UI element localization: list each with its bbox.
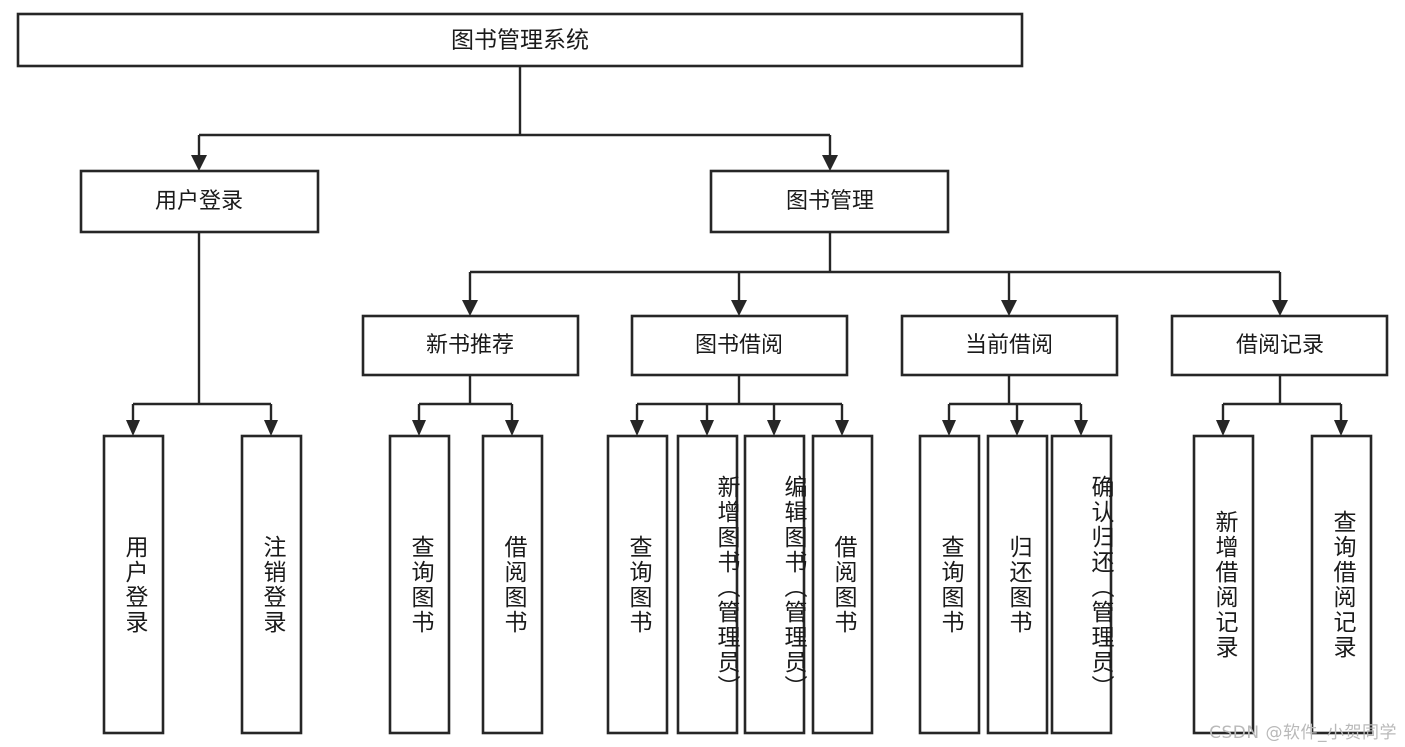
arrow-head-current-borrow bbox=[1001, 300, 1017, 316]
node-leaf-current-query-book[interactable] bbox=[918, 434, 981, 735]
arrow-head-leaf-user-login bbox=[126, 420, 140, 436]
arrow-head-user-login bbox=[191, 155, 207, 171]
arrow-head-new-book bbox=[462, 300, 478, 316]
node-new-book-recommend[interactable] bbox=[361, 314, 580, 377]
node-leaf-current-confirm-return[interactable] bbox=[1050, 434, 1113, 735]
node-leaf-borrow-query-book[interactable] bbox=[606, 434, 669, 735]
node-book-borrow[interactable] bbox=[630, 314, 849, 377]
arrow-head-record-query bbox=[1334, 420, 1348, 436]
arrow-head-current-return bbox=[1010, 420, 1024, 436]
node-leaf-borrow-lend-book[interactable] bbox=[811, 434, 874, 735]
node-leaf-record-add[interactable] bbox=[1192, 434, 1255, 735]
node-root-system-label: 图书管理系统 bbox=[451, 28, 589, 54]
node-leaf-user-logout[interactable] bbox=[240, 434, 303, 735]
node-leaf-borrow-edit-book[interactable] bbox=[743, 434, 806, 735]
node-borrow-record[interactable] bbox=[1170, 314, 1389, 377]
node-leaf-user-login[interactable] bbox=[102, 434, 165, 735]
arrow-head-book-manage bbox=[822, 155, 838, 171]
connector-group bbox=[126, 66, 1348, 436]
node-current-borrow[interactable] bbox=[900, 314, 1119, 377]
node-leaf-borrow-add-book[interactable] bbox=[676, 434, 739, 735]
node-current-borrow-label: 当前借阅 bbox=[965, 333, 1053, 358]
node-leaf-rec-query-book[interactable] bbox=[388, 434, 451, 735]
arrow-head-borrow-record bbox=[1272, 300, 1288, 316]
node-group: 图书管理系统 用户登录 图书管理 新书推荐 图书借阅 当前借阅 借阅记录 bbox=[16, 12, 1389, 735]
node-leaf-current-return-book[interactable] bbox=[986, 434, 1049, 735]
node-book-management-label: 图书管理 bbox=[786, 189, 874, 214]
arrow-head-rec-query bbox=[412, 420, 426, 436]
node-root-system[interactable] bbox=[16, 12, 1024, 68]
arrow-head-borrow-add bbox=[700, 420, 714, 436]
node-borrow-record-label: 借阅记录 bbox=[1236, 333, 1324, 358]
node-new-book-recommend-label: 新书推荐 bbox=[426, 333, 514, 358]
arrow-head-rec-borrow bbox=[505, 420, 519, 436]
node-book-management[interactable] bbox=[709, 169, 950, 234]
arrow-head-current-confirm bbox=[1074, 420, 1088, 436]
arrow-head-borrow-lend bbox=[835, 420, 849, 436]
node-book-borrow-label: 图书借阅 bbox=[695, 333, 783, 358]
arrow-head-borrow-edit bbox=[767, 420, 781, 436]
arrow-head-borrow-query bbox=[630, 420, 644, 436]
arrow-head-record-add bbox=[1216, 420, 1230, 436]
node-leaf-record-query[interactable] bbox=[1310, 434, 1373, 735]
arrow-head-book-borrow bbox=[731, 300, 747, 316]
node-user-login[interactable] bbox=[79, 169, 320, 234]
arrow-head-leaf-logout bbox=[264, 420, 278, 436]
node-user-login-label: 用户登录 bbox=[155, 189, 243, 214]
arrow-head-current-query bbox=[942, 420, 956, 436]
node-leaf-rec-borrow-book[interactable] bbox=[481, 434, 544, 735]
